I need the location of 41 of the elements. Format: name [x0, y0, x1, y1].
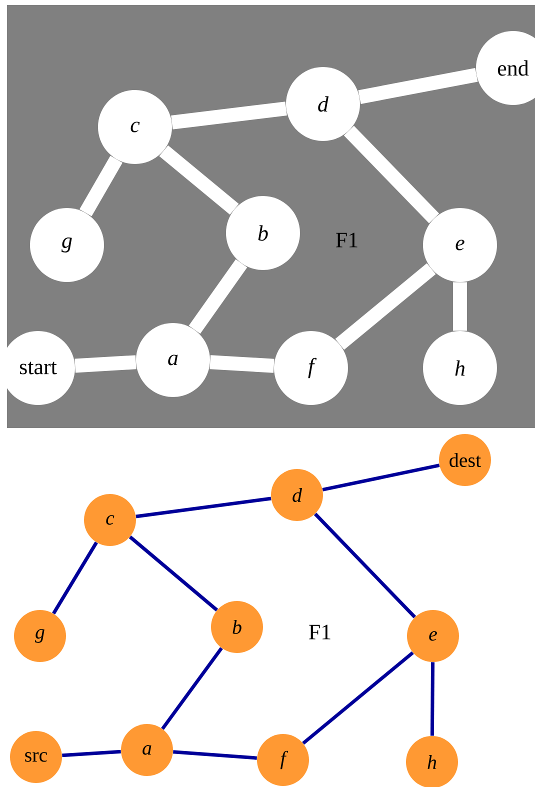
connector-line [74, 355, 136, 373]
connector-line [173, 750, 257, 760]
connector-line [314, 512, 416, 618]
circle-node: a [136, 323, 210, 397]
connector-line [80, 156, 122, 216]
circle-node: g [30, 208, 104, 282]
circle-node: e [423, 208, 497, 282]
circle-node: f [257, 734, 309, 786]
figure-label: F1 [309, 624, 330, 640]
circle-node: c [98, 90, 172, 164]
figure-label: F1 [336, 232, 358, 248]
connector-line [453, 282, 467, 331]
connector-line [52, 542, 98, 614]
circle-node: b [226, 196, 300, 270]
circle-node: e [407, 610, 459, 662]
circle-node: h [423, 331, 497, 405]
connector-line [62, 750, 121, 758]
circle-node: start [1, 331, 75, 405]
node-label: start [20, 362, 57, 374]
connector-line [188, 259, 248, 334]
connector-line [136, 496, 272, 518]
circle-node: f [274, 331, 348, 405]
connector-line [335, 263, 436, 350]
circle-node: src [10, 731, 62, 783]
connector-line [358, 68, 478, 104]
circle-node: dest [439, 434, 491, 486]
circle-node: d [271, 469, 323, 521]
circle-node: a [121, 724, 173, 776]
connector-line [322, 464, 440, 492]
connector-line [430, 662, 435, 736]
connector-line [344, 126, 440, 224]
connector-line [302, 651, 414, 745]
connector-line [159, 145, 239, 215]
circle-node: b [211, 601, 263, 653]
connector-line [210, 355, 274, 373]
connector-line [171, 102, 287, 130]
connector-line [161, 647, 223, 730]
circle-node: c [84, 494, 136, 546]
circle-node: g [14, 610, 66, 662]
circle-node: d [286, 67, 360, 141]
connector-line [128, 536, 218, 612]
